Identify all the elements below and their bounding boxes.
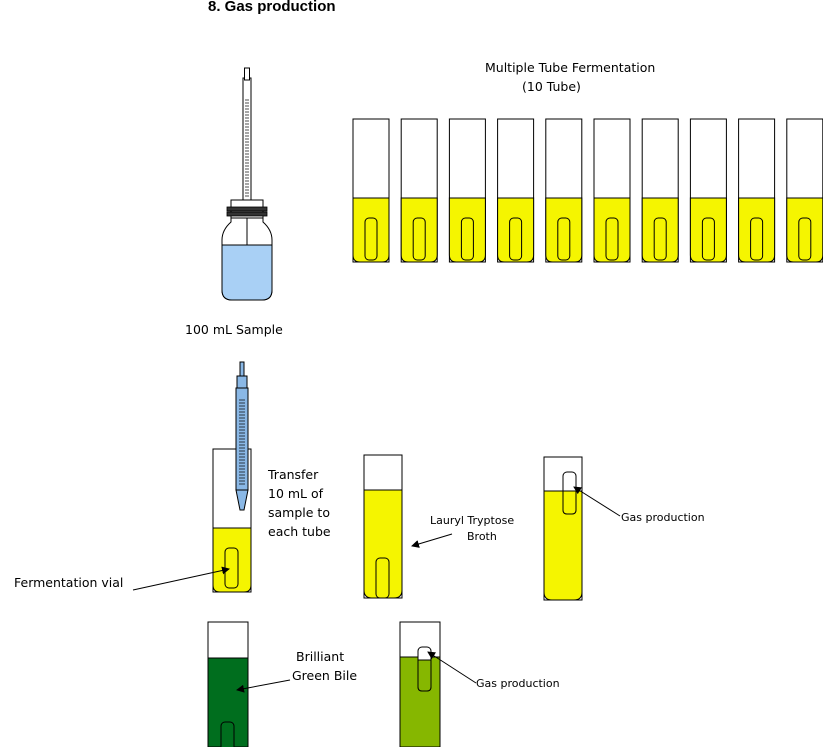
arrow-lauryl: [411, 533, 453, 548]
lauryl-label-line1: Lauryl Tryptose: [430, 514, 515, 527]
fermentation-tube: [738, 118, 776, 263]
arrow-gas-2: [427, 651, 477, 684]
fermentation-tube: [593, 118, 631, 263]
arrow-fermentation-vial: [132, 566, 230, 591]
brilliant-label-line1: Brilliant: [296, 649, 345, 664]
sample-water: [221, 244, 273, 301]
fermentation-vial-shape: [224, 547, 239, 589]
sample-label: 100 mL Sample: [185, 322, 283, 337]
transfer-tube: [212, 361, 252, 593]
lauryl-tube: [363, 454, 403, 599]
multi-tube-label-line2: (10 Tube): [522, 79, 581, 94]
fermentation-tube: [689, 118, 727, 263]
page-title: 8. Gas production: [208, 0, 336, 15]
transfer-label-line3: sample to: [268, 505, 330, 520]
transfer-label-line4: each tube: [268, 524, 331, 539]
brilliant-label-line2: Green Bile: [292, 668, 358, 683]
multiple-tube-row: [352, 118, 823, 263]
bottle-cap-ring: [226, 206, 268, 212]
transfer-label-line1: Transfer: [268, 467, 319, 482]
gas-production-label-1: Gas production: [621, 511, 705, 524]
sample-bottle: [221, 67, 273, 301]
fermentation-tube: [497, 118, 535, 263]
arrow-gas-1: [573, 486, 621, 517]
lauryl-label-line2: Broth: [467, 530, 497, 543]
multi-tube-label-line1: Multiple Tube Fermentation: [485, 60, 656, 75]
gas-tube-yellow: [543, 456, 583, 601]
fermentation-tube: [641, 118, 679, 263]
gas-production-label-2: Gas production: [476, 677, 560, 690]
bgb-tube: [207, 621, 249, 747]
fermentation-tube: [448, 118, 486, 263]
fermentation-tube: [786, 118, 823, 263]
pipette-graduations: [245, 99, 249, 197]
fermentation-tube: [352, 118, 390, 263]
transfer-label-line2: 10 mL of: [268, 486, 324, 501]
fermentation-tube: [545, 118, 583, 263]
fermentation-tube: [400, 118, 438, 263]
fermentation-vial-label: Fermentation vial: [14, 575, 124, 590]
bgb-gas-tube: [399, 621, 441, 747]
arrow-bgb: [236, 679, 291, 693]
